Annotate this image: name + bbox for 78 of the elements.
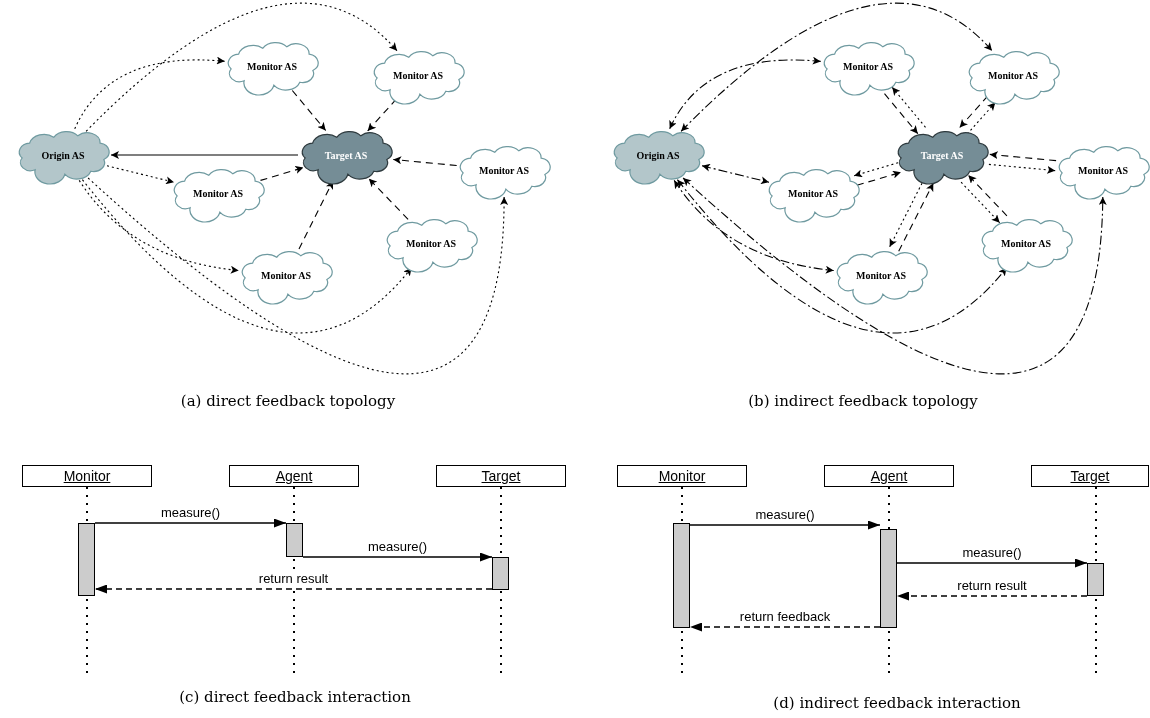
node-label: Monitor AS bbox=[192, 187, 244, 199]
message-label: return result bbox=[256, 571, 331, 586]
participant-box bbox=[1031, 465, 1149, 487]
node-label: Monitor AS bbox=[987, 69, 1039, 81]
arrow bbox=[259, 166, 305, 181]
node-label: Monitor AS bbox=[1000, 237, 1052, 249]
activation-bar bbox=[1087, 563, 1104, 596]
node-label: Monitor AS bbox=[260, 269, 312, 281]
activation-bar bbox=[492, 557, 509, 590]
subfigure-caption: (d) indirect feedback interaction bbox=[773, 694, 1021, 712]
subfigure-caption: (b) indirect feedback topology bbox=[748, 392, 978, 410]
arrow bbox=[291, 89, 327, 132]
arrow bbox=[110, 151, 299, 159]
node-label: Monitor AS bbox=[392, 69, 444, 81]
node-label: Monitor AS bbox=[478, 164, 530, 176]
arrow bbox=[94, 584, 493, 594]
participant-name: Agent bbox=[275, 468, 313, 484]
participant-box bbox=[617, 465, 747, 487]
arrow bbox=[853, 162, 899, 178]
subfigure-caption: (c) direct feedback interaction bbox=[179, 688, 411, 706]
activation-bar bbox=[880, 529, 897, 628]
message-label: measure() bbox=[960, 545, 1024, 560]
arrow bbox=[680, 3, 993, 132]
arrow bbox=[392, 156, 458, 167]
node-label: Monitor AS bbox=[246, 60, 298, 72]
arrow bbox=[701, 163, 770, 185]
participant-name: Target bbox=[1070, 468, 1110, 484]
arrow bbox=[891, 86, 927, 128]
node-label: Origin AS bbox=[636, 149, 680, 161]
node-label: Monitor AS bbox=[787, 187, 839, 199]
activation-bar bbox=[78, 523, 95, 596]
node-label: Monitor AS bbox=[842, 60, 894, 72]
activation-bar bbox=[673, 523, 690, 628]
participant-box bbox=[436, 465, 566, 487]
node-label: Monitor AS bbox=[1077, 164, 1129, 176]
arrow bbox=[960, 181, 1001, 224]
message-label: return feedback bbox=[737, 609, 833, 624]
participant-box bbox=[824, 465, 954, 487]
node-label: Origin AS bbox=[41, 149, 85, 161]
arrow bbox=[81, 179, 413, 334]
arrow bbox=[967, 174, 1008, 217]
subfigure-caption: (a) direct feedback topology bbox=[180, 392, 396, 410]
node-label: Target AS bbox=[920, 149, 964, 161]
arrow bbox=[669, 56, 822, 130]
activation-bar bbox=[286, 523, 303, 557]
participant-name: Target bbox=[481, 468, 521, 484]
arrow bbox=[302, 552, 493, 562]
arrow bbox=[989, 151, 1057, 162]
arrow bbox=[87, 177, 508, 375]
message-label: measure() bbox=[365, 539, 430, 554]
arrow bbox=[676, 179, 1008, 334]
arrow bbox=[856, 170, 902, 186]
arrow bbox=[689, 520, 881, 530]
arrow bbox=[896, 558, 1088, 568]
arrow bbox=[689, 622, 881, 632]
arrow bbox=[85, 3, 398, 132]
participant-name: Monitor bbox=[63, 468, 111, 484]
arrow bbox=[898, 182, 934, 252]
participant-name: Monitor bbox=[658, 468, 706, 484]
node-label: Monitor AS bbox=[405, 237, 457, 249]
arrow bbox=[883, 93, 919, 135]
message-label: return result bbox=[955, 578, 1029, 593]
arrow bbox=[94, 518, 287, 528]
arrow bbox=[682, 177, 1107, 375]
node-label: Monitor AS bbox=[855, 269, 907, 281]
arrow bbox=[368, 178, 409, 220]
message-label: measure() bbox=[158, 505, 223, 520]
arrow bbox=[74, 56, 226, 130]
node-label: Target AS bbox=[324, 149, 368, 161]
arrow bbox=[988, 163, 1056, 174]
participant-name: Agent bbox=[870, 468, 908, 484]
arrow bbox=[673, 179, 835, 274]
message-label: measure() bbox=[753, 507, 817, 522]
arrow bbox=[106, 165, 175, 185]
arrow bbox=[896, 591, 1088, 601]
arrow bbox=[78, 179, 240, 274]
participant-box bbox=[22, 465, 152, 487]
participant-box bbox=[229, 465, 359, 487]
